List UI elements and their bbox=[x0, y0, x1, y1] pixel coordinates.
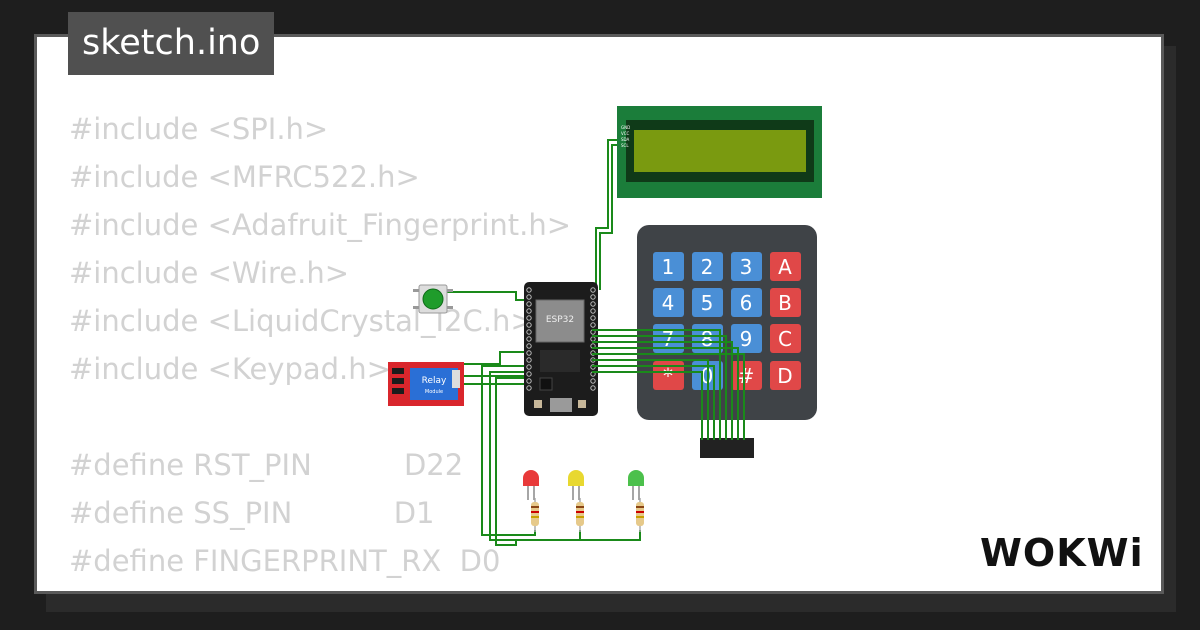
key-label: 5 bbox=[701, 291, 714, 315]
key-4[interactable] bbox=[653, 288, 684, 317]
lcd-pin-label: SCL bbox=[621, 143, 629, 148]
key-7[interactable] bbox=[653, 324, 684, 353]
esp32-module bbox=[535, 299, 585, 343]
lcd-pin-label: SDA bbox=[621, 137, 630, 142]
relay-block bbox=[410, 368, 458, 400]
key-1[interactable] bbox=[653, 252, 684, 281]
key-d[interactable] bbox=[770, 361, 801, 390]
key-label: 1 bbox=[662, 255, 675, 279]
relay-sublabel: Module bbox=[425, 389, 443, 395]
esp32-regulator bbox=[539, 377, 553, 391]
lcd-display[interactable]: GND VCC SDA SCL bbox=[617, 106, 822, 198]
esp32-label: ESP32 bbox=[546, 315, 574, 325]
key-2[interactable] bbox=[692, 252, 723, 281]
wokwi-logo[interactable]: WOKWi bbox=[976, 526, 1156, 578]
code-line: #define SS_PIN D1 bbox=[69, 496, 435, 530]
resistor-icon bbox=[636, 498, 644, 532]
file-tab[interactable]: sketch.ino bbox=[68, 12, 275, 75]
lcd-screen bbox=[634, 130, 806, 172]
boot-button-icon[interactable] bbox=[534, 400, 542, 408]
key-a[interactable] bbox=[770, 252, 801, 281]
code-line: #include <LiquidCrystal_I2C.h> bbox=[69, 304, 535, 338]
key-label: B bbox=[778, 291, 792, 315]
key-label: D bbox=[777, 364, 792, 388]
key-label: 4 bbox=[662, 291, 675, 315]
key-c[interactable] bbox=[770, 324, 801, 353]
key-label: 2 bbox=[701, 255, 714, 279]
key-label: 6 bbox=[740, 291, 753, 315]
code-line: #include <Wire.h> bbox=[69, 256, 350, 290]
led-green-icon[interactable] bbox=[628, 470, 644, 500]
lcd-pin-label: VCC bbox=[621, 131, 630, 136]
key-label: * bbox=[663, 364, 673, 388]
code-line: #define RST_PIN D22 bbox=[69, 448, 464, 482]
key-9[interactable] bbox=[731, 324, 762, 353]
key-5[interactable] bbox=[692, 288, 723, 317]
esp32-board[interactable]: ESP32 bbox=[524, 282, 598, 416]
project-card: #include <SPI.h> #include <MFRC522.h> #inc… bbox=[34, 34, 1164, 594]
keypad-connector bbox=[700, 438, 754, 458]
key-label: 9 bbox=[740, 327, 753, 351]
key-label: 7 bbox=[662, 327, 675, 351]
esp32-chip bbox=[540, 350, 580, 372]
key-8[interactable] bbox=[692, 324, 723, 353]
key-label: # bbox=[738, 364, 755, 388]
keypad-keys[interactable]: 1 2 3 A 4 5 6 B 7 8 9 C * 0 bbox=[653, 252, 801, 390]
relay-label: Relay bbox=[422, 376, 447, 386]
resistor-icon bbox=[576, 498, 584, 532]
code-preview: #include <SPI.h> #include <MFRC522.h> #inc… bbox=[69, 105, 572, 591]
relay-module[interactable]: Relay Module bbox=[388, 362, 464, 406]
code-line: #include <Keypad.h> bbox=[69, 352, 391, 386]
code-line: #include <MFRC522.h> bbox=[69, 160, 420, 194]
wokwi-logo-text: WOKWi bbox=[980, 531, 1144, 575]
key-b[interactable] bbox=[770, 288, 801, 317]
lcd-pin-label: GND bbox=[621, 125, 630, 130]
key-label: 8 bbox=[701, 327, 714, 351]
esp32-pins-right bbox=[590, 287, 596, 391]
esp32-pins-left bbox=[526, 287, 532, 391]
key-3[interactable] bbox=[731, 252, 762, 281]
key-6[interactable] bbox=[731, 288, 762, 317]
led-yellow-icon[interactable] bbox=[568, 470, 584, 500]
code-line: #include <SPI.h> bbox=[69, 112, 329, 146]
code-line: #include <Adafruit_Fingerprint.h> bbox=[69, 208, 572, 242]
key-star[interactable] bbox=[653, 361, 684, 390]
reset-button-icon[interactable] bbox=[578, 400, 586, 408]
push-button-icon[interactable] bbox=[413, 284, 453, 314]
led-red-icon[interactable] bbox=[523, 470, 539, 500]
key-label: 3 bbox=[740, 255, 753, 279]
key-label: A bbox=[778, 255, 792, 279]
code-line: #define FINGERPRINT_RX D0 bbox=[69, 544, 501, 578]
key-label: C bbox=[778, 327, 792, 351]
resistor-icon bbox=[531, 498, 539, 532]
keypad-wires bbox=[592, 329, 745, 440]
usb-port-icon bbox=[550, 398, 572, 412]
